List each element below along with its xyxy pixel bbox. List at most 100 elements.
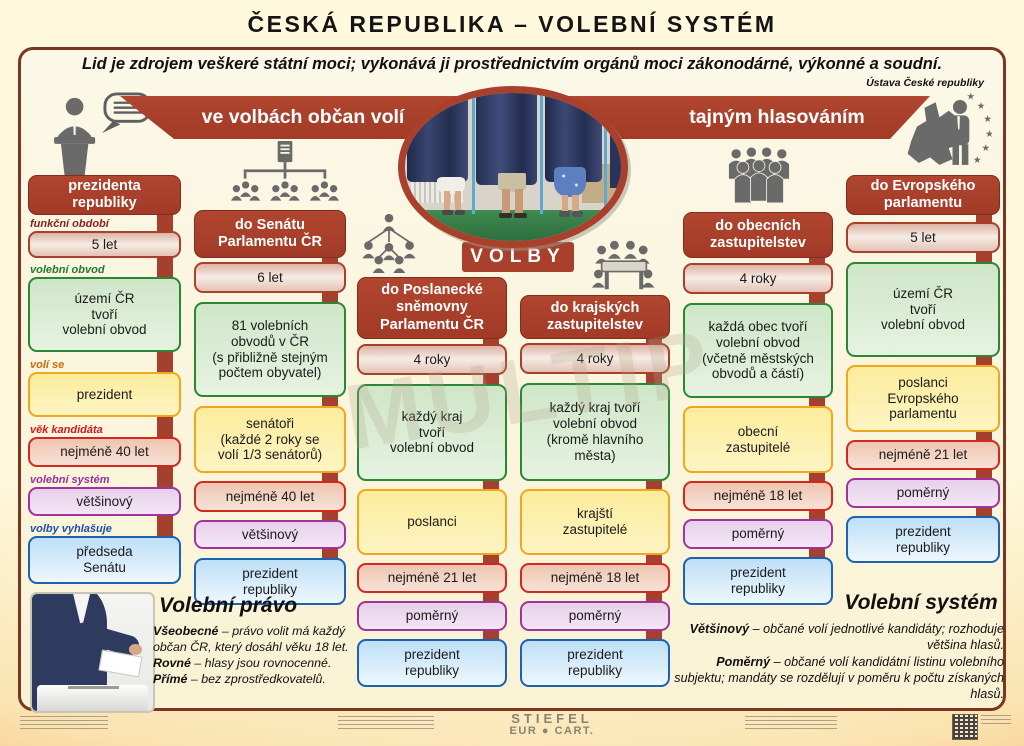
footer-fine-print — [981, 715, 1011, 724]
senate-structure-icon — [222, 141, 348, 207]
voting-right-text: Všeobecné – právo volit má každý občan Č… — [153, 623, 357, 688]
column-header: do Poslanecké sněmovny Parlamentu ČR — [357, 277, 507, 339]
voting-system-term: Většinový — [689, 622, 750, 636]
term-box: 4 roky — [520, 343, 670, 374]
announces-box: prezident republiky — [683, 557, 833, 605]
voter-leg — [502, 189, 510, 215]
voter-shoe — [454, 209, 466, 216]
voter-leg — [454, 190, 462, 212]
field-label-age: věk kandidáta — [30, 424, 103, 436]
publisher-logo-cart: CART. — [554, 725, 595, 737]
booth-post — [603, 93, 607, 215]
district-box: každá obec tvoří volební obvod (včetně m… — [683, 303, 833, 398]
svg-text:★: ★ — [973, 155, 981, 165]
district-box: území ČR tvoří volební obvod — [846, 262, 1000, 357]
voter-shoe — [441, 209, 453, 216]
field-label-district: volební obvod — [30, 264, 105, 276]
quote-source: Ústava České republiky — [866, 77, 984, 89]
qr-code — [952, 714, 978, 740]
booth-floor — [405, 209, 621, 241]
footer-fine-print — [20, 716, 108, 731]
age-box: nejméně 40 let — [194, 481, 346, 512]
svg-text:★: ★ — [967, 92, 975, 101]
voting-booth-photo — [398, 86, 628, 248]
booth-post — [471, 93, 475, 215]
elected-box: poslanci Evropského parlamentu — [846, 365, 1000, 432]
district-box: každý kraj tvoří volební obvod — [357, 384, 507, 481]
voting-system-term: Poměrný — [716, 654, 771, 669]
footer-fine-print — [745, 716, 837, 729]
constitution-quote: Lid je zdrojem veškeré státní moci; vyko… — [81, 55, 943, 73]
regional-meeting-icon — [592, 236, 656, 296]
voter-shoe — [559, 211, 571, 217]
column-header: do krajských zastupitelstev — [520, 295, 670, 339]
elected-box: senátoři (každé 2 roky se volí 1/3 senát… — [194, 406, 346, 473]
column-header: do obecních zastupitelstev — [683, 212, 833, 258]
voter-leg — [515, 189, 523, 215]
column-chamber: do Poslanecké sněmovny Parlamentu ČR 4 r… — [357, 277, 507, 692]
curtain-left — [407, 93, 468, 182]
age-box: nejméně 18 let — [683, 481, 833, 511]
district-box: území ČR tvoří volební obvod — [28, 277, 181, 352]
column-header: do Senátu Parlamentu ČR — [194, 210, 346, 258]
publisher-logo-eur: EUR — [509, 725, 538, 737]
voter-leg — [572, 195, 579, 213]
voter-shoe — [572, 211, 584, 217]
ballot-slot — [68, 685, 120, 689]
publisher-logo-top: STIEFEL — [511, 711, 593, 726]
age-box: nejméně 21 let — [357, 563, 507, 593]
system-box: poměrný — [357, 601, 507, 631]
banner-left-text: ve volbách občan volí — [201, 106, 405, 128]
voting-system-desc: – občané volí jednotlivé kandidáty; rozh… — [749, 622, 1004, 653]
publisher-logo: STIEFEL EUR ● CART. — [487, 712, 617, 738]
voter-shorts — [497, 172, 526, 193]
svg-text:★: ★ — [977, 101, 985, 111]
announces-box: prezident republiky — [520, 639, 670, 687]
column-president: prezidenta republiky funkční období 5 le… — [28, 175, 181, 595]
globe-icon: ● — [541, 725, 550, 737]
svg-text:★: ★ — [981, 143, 989, 153]
ballot-hand — [128, 644, 143, 655]
age-box: nejméně 21 let — [846, 440, 1000, 470]
voting-right-heading: Volební právo — [159, 594, 298, 617]
system-box: poměrný — [520, 601, 670, 631]
announces-box: prezident republiky — [357, 639, 507, 687]
voting-right-desc: – právo volit má každý občan ČR, který d… — [153, 624, 349, 655]
banner-right-text: tajným hlasováním — [689, 106, 865, 128]
term-box: 4 roky — [683, 263, 833, 294]
publisher-logo-bottom: EUR ● CART. — [487, 725, 617, 738]
system-box: většinový — [194, 520, 346, 549]
ballot-box — [36, 685, 149, 711]
svg-text:★: ★ — [985, 129, 992, 139]
svg-text:★: ★ — [983, 114, 991, 124]
column-regional: do krajských zastupitelstev 4 roky každý… — [520, 295, 670, 692]
age-box: nejméně 18 let — [520, 563, 670, 593]
field-label-elected: volí se — [30, 359, 65, 371]
voting-right-desc: – bez zprostředkovatelů. — [187, 672, 326, 687]
column-header: prezidenta republiky — [28, 175, 181, 215]
elected-box: poslanci — [357, 489, 507, 555]
column-header: do Evropského parlamentu — [846, 175, 1000, 215]
column-senate: do Senátu Parlamentu ČR 6 let 81 volební… — [194, 210, 346, 610]
system-box: poměrný — [683, 519, 833, 549]
curtain-right — [545, 93, 602, 182]
voting-right-term: Rovné — [153, 656, 191, 671]
elected-box: obecní zastupitelé — [683, 406, 833, 473]
elected-box: krajští zastupitelé — [520, 489, 670, 555]
booth-post — [540, 93, 543, 215]
voter-leg — [443, 190, 451, 212]
voter-leg — [561, 195, 569, 213]
term-box: 5 let — [28, 231, 181, 258]
age-box: nejméně 40 let — [28, 437, 181, 467]
district-box: každý kraj tvoří volební obvod (kromě hl… — [520, 383, 670, 481]
field-label-system: volební systém — [30, 474, 110, 486]
president-podium-icon — [48, 92, 156, 180]
field-label-term: funkční období — [30, 218, 109, 230]
voting-system-desc: – občané volí kandidátní listinu volební… — [674, 654, 1004, 702]
voting-right-term: Všeobecné — [153, 624, 219, 638]
field-label-announces: volby vyhlašuje — [30, 523, 112, 535]
voting-right-term: Přímé — [153, 672, 188, 687]
curtain-center — [476, 93, 537, 185]
system-box: poměrný — [846, 478, 1000, 508]
voting-system-text: Většinový – občané volí jednotlivé kandi… — [672, 621, 1004, 703]
